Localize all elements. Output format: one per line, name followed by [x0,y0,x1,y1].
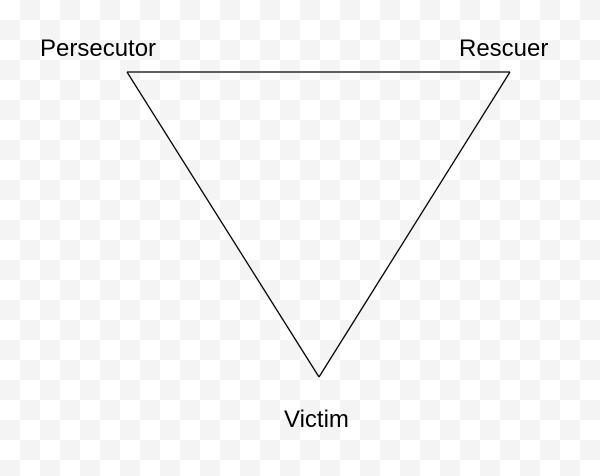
edge-rescuer-victim [318,71,511,378]
label-rescuer: Rescuer [459,35,548,62]
node-labels: Persecutor Rescuer Victim [40,35,548,433]
label-victim: Victim [284,406,349,433]
label-persecutor: Persecutor [40,35,156,62]
triangle-edges [126,71,511,378]
edge-victim-persecutor [126,71,320,378]
